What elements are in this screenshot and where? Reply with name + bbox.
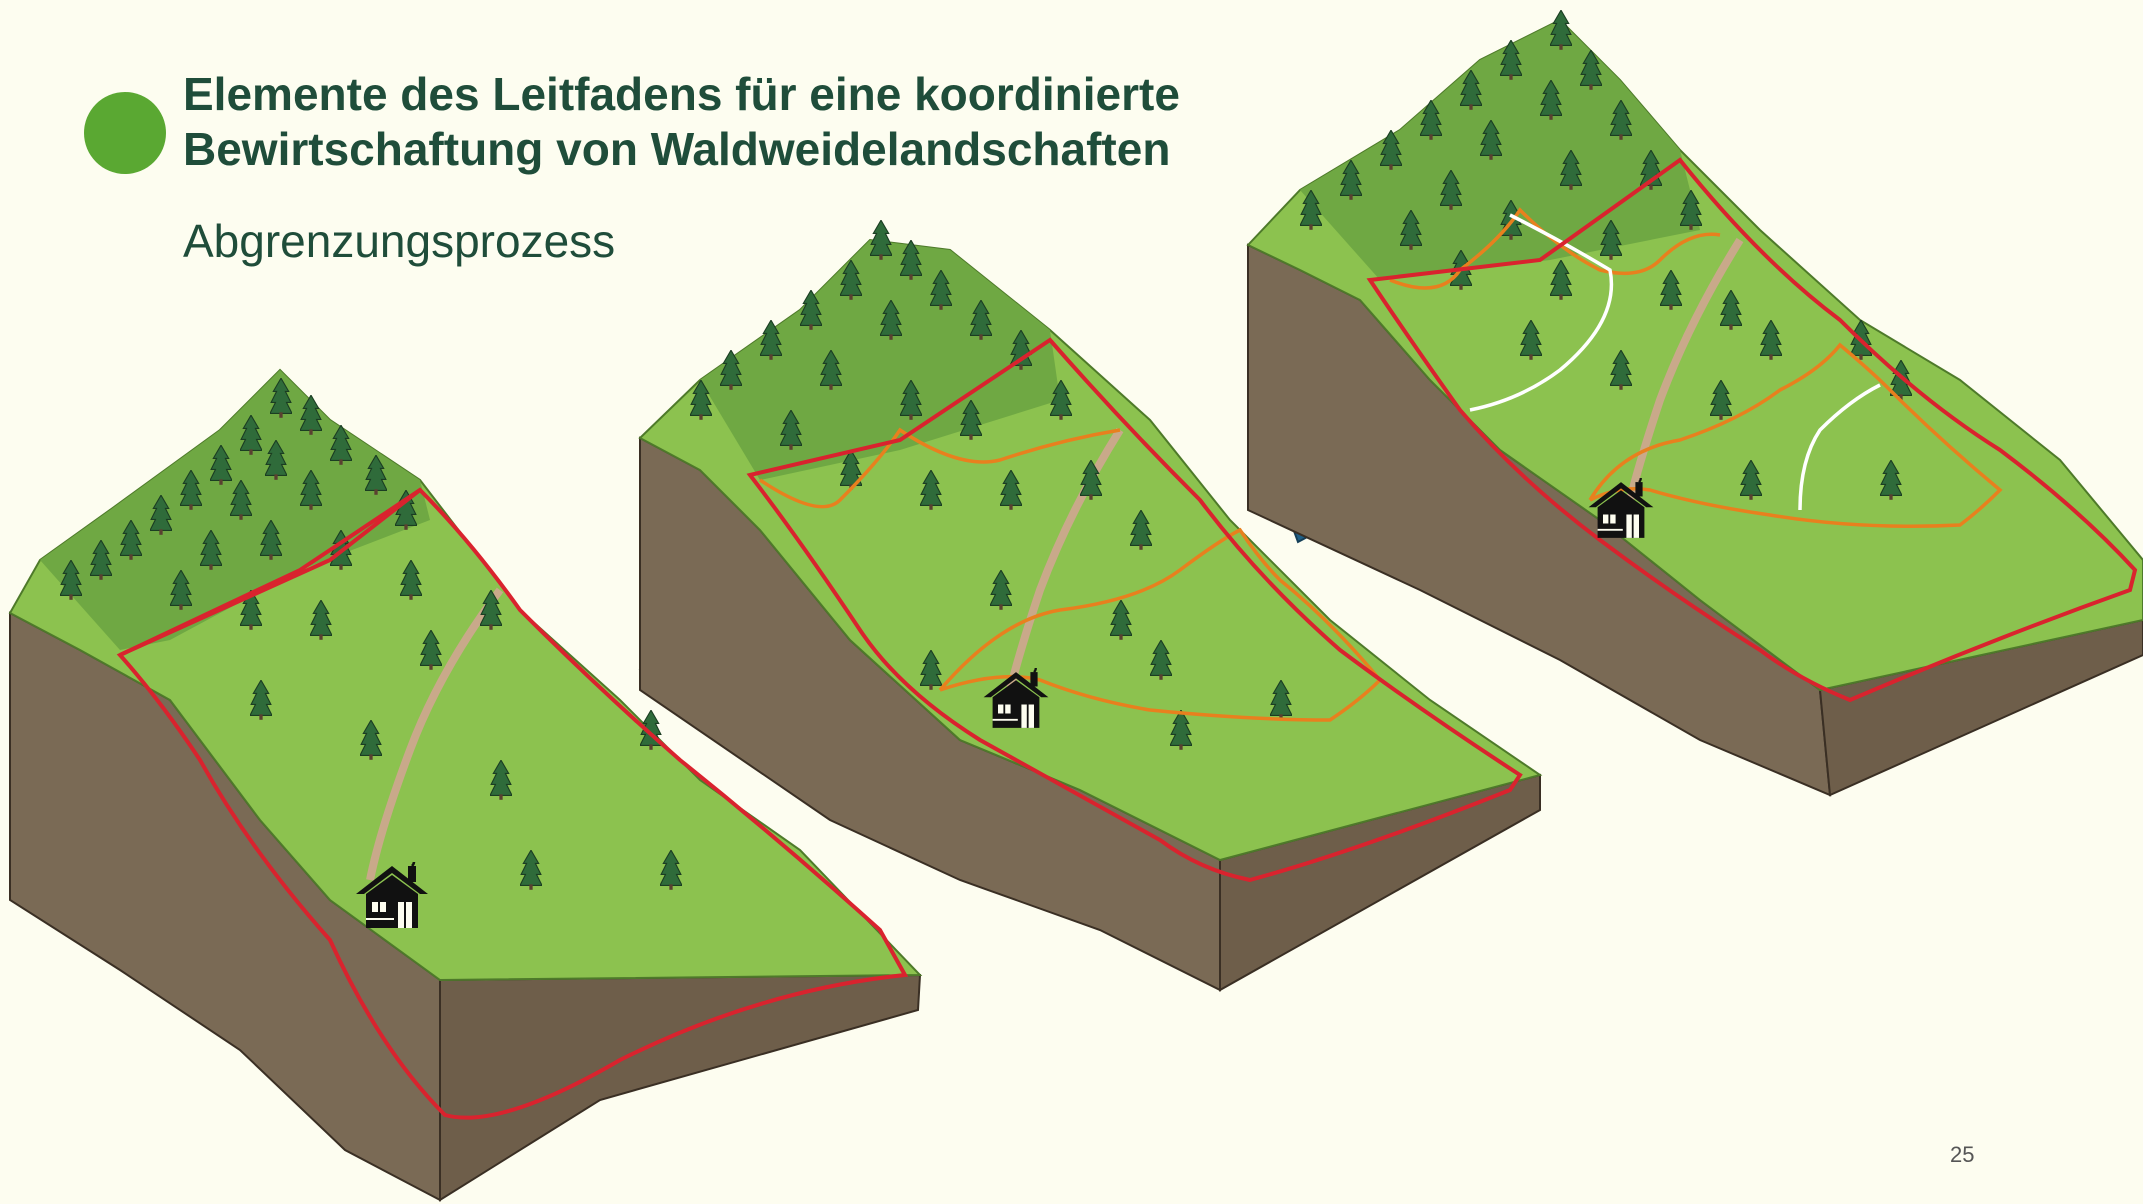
title-line-2: Bewirtschaftung von Waldweidelandschafte… xyxy=(183,123,1171,175)
stage-2-zone-line-lower xyxy=(938,527,1383,722)
stage-1-block xyxy=(8,368,923,1202)
page-number: 25 xyxy=(1950,1142,1975,1167)
stage-1-outer-boundary xyxy=(116,487,909,1120)
stage-2-block xyxy=(638,220,1543,992)
stage-3-block xyxy=(1246,10,2143,797)
title-line-1: Elemente des Leitfadens für eine koordin… xyxy=(183,68,1180,120)
stage-3-path-line-left xyxy=(1469,213,1614,412)
stage-3-path-line-right xyxy=(1798,383,1881,511)
stage-3-zone-line-lower xyxy=(1588,342,2003,528)
stage-1-soil-front xyxy=(439,973,922,1202)
stage-1-forest-boundary xyxy=(119,488,422,657)
title-bullet-dot xyxy=(84,92,166,174)
stage-3-dirt-path xyxy=(1626,237,1744,501)
stage-1-dirt-path xyxy=(366,587,504,881)
subtitle: Abgrenzungsprozess xyxy=(183,215,616,267)
stage-3-outer-boundary xyxy=(1366,157,2138,703)
stage-3-zone-line-upper xyxy=(1389,207,1721,290)
stage-3-forest-area xyxy=(1300,20,1700,280)
stage-2-outer-boundary xyxy=(746,337,1523,883)
stage-2-zone-line-upper xyxy=(759,427,1121,509)
